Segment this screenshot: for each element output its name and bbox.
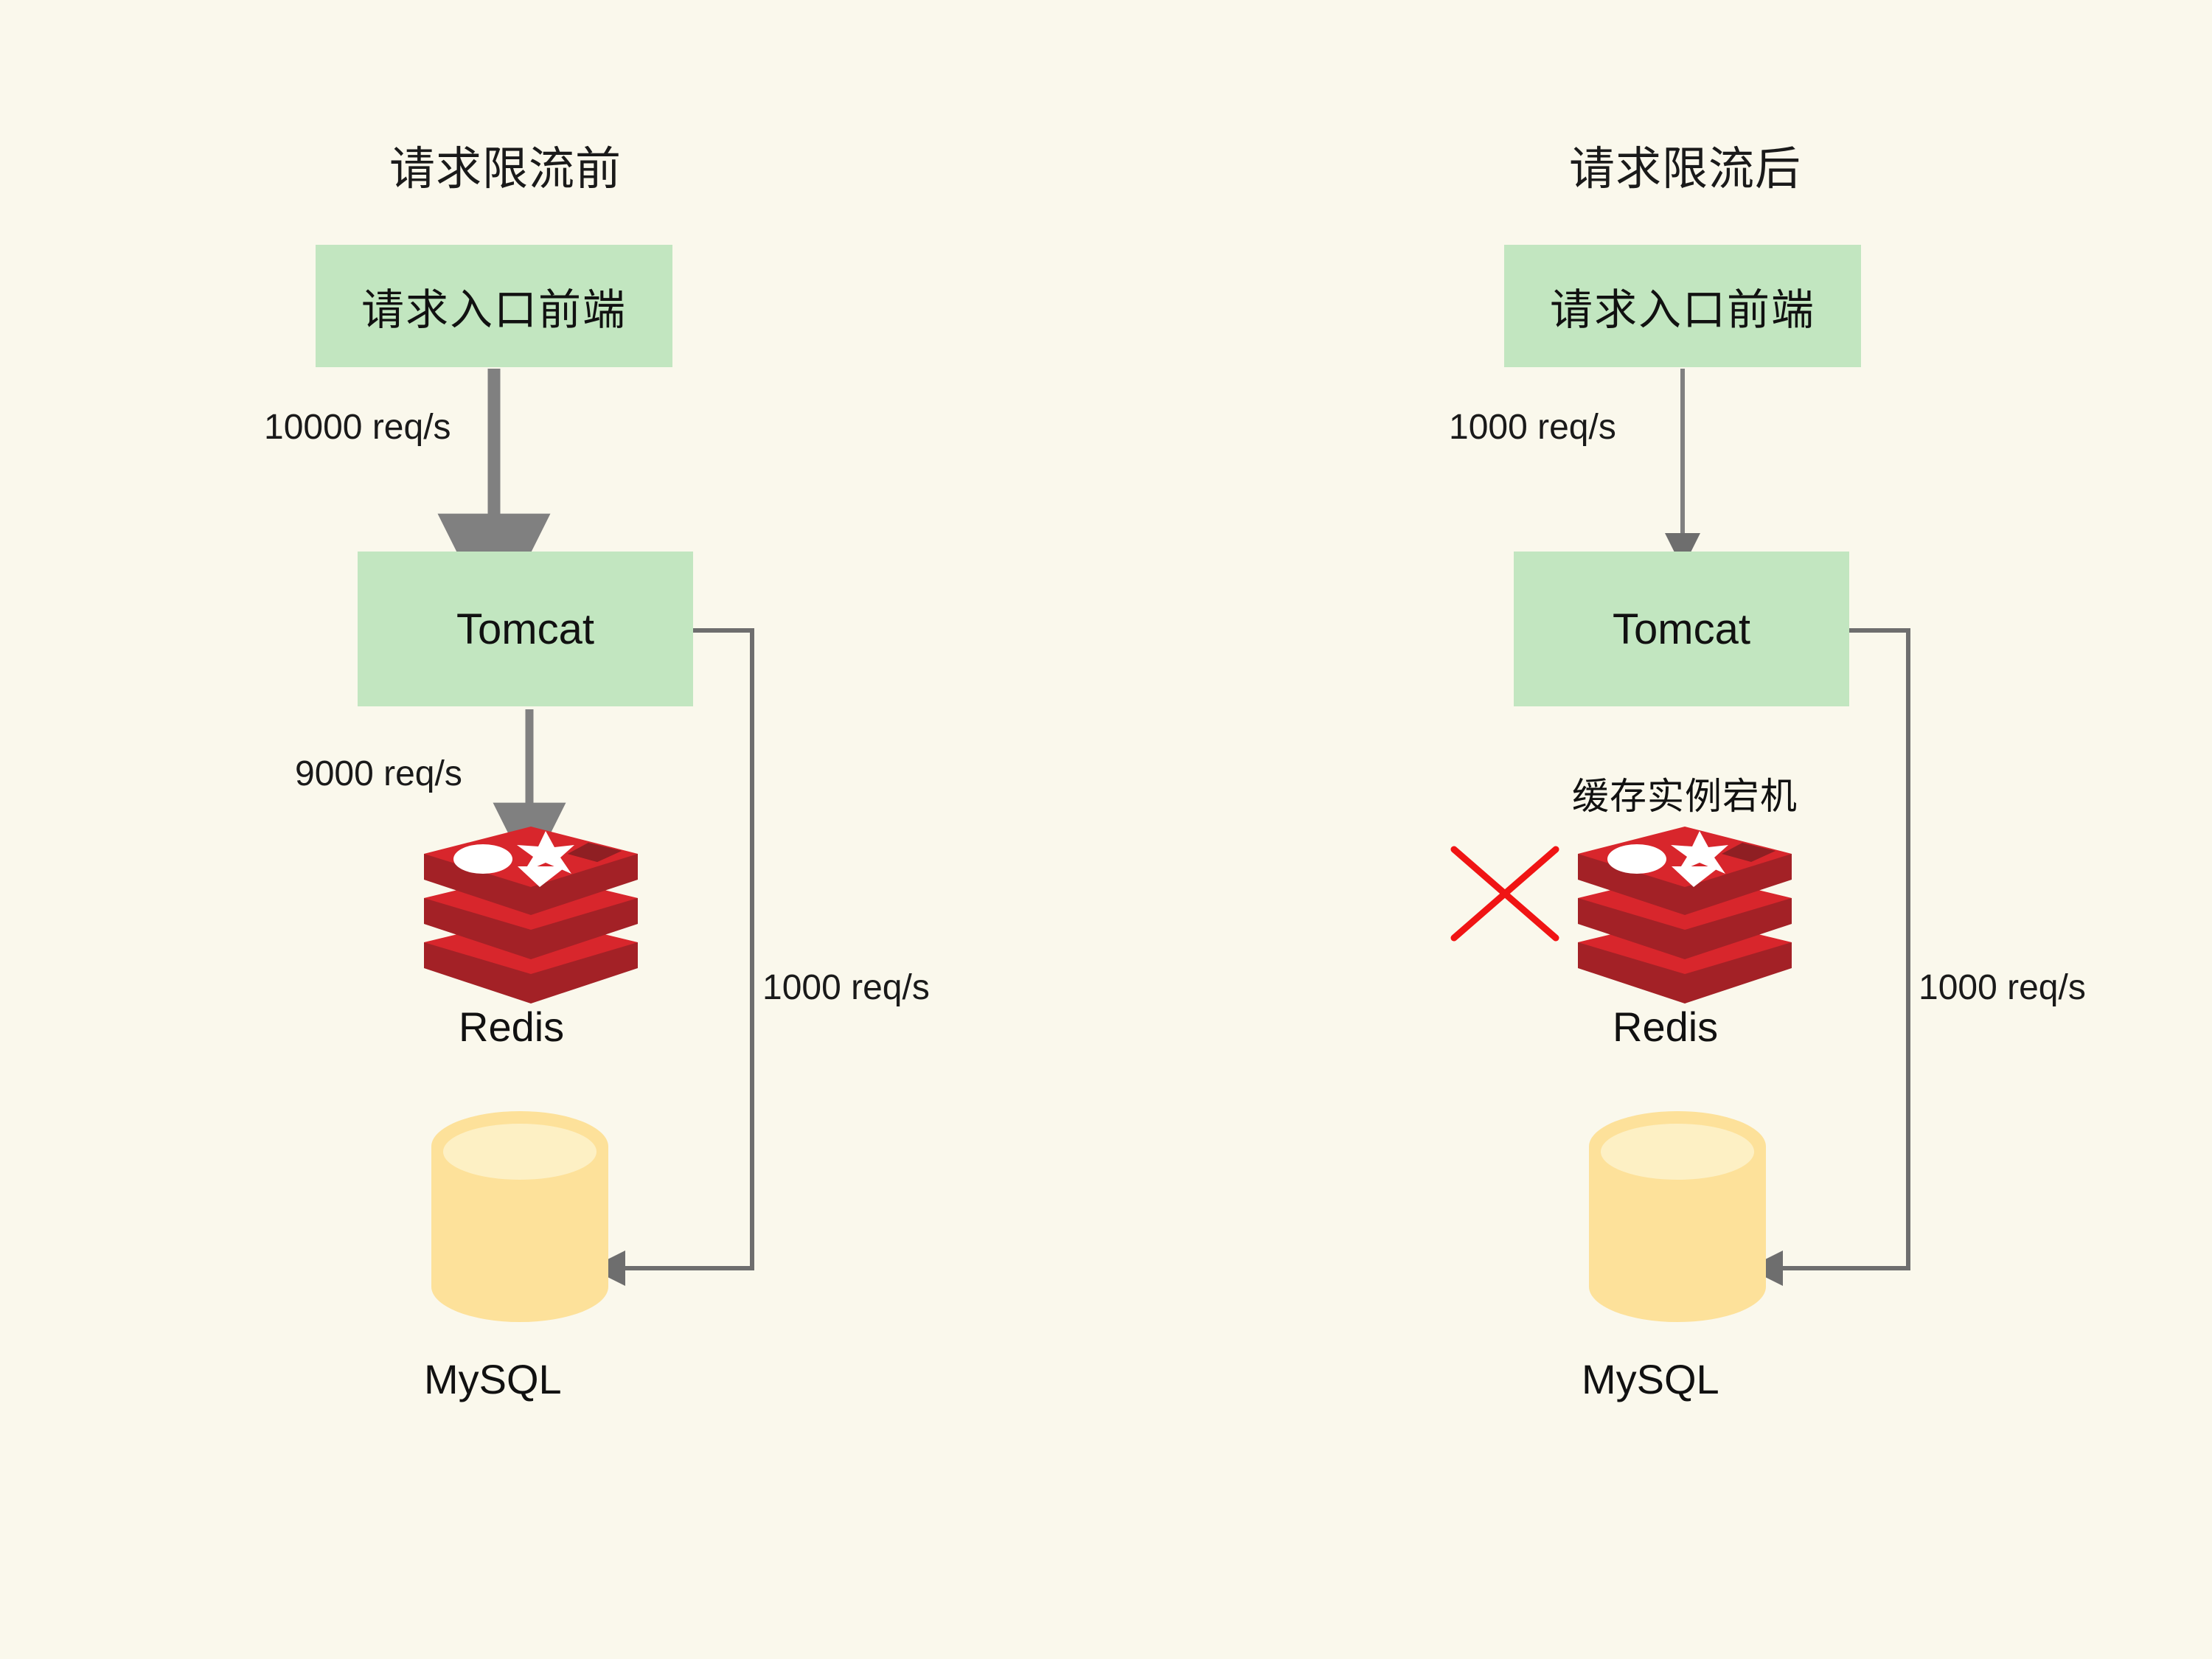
node-label-redis-left: Redis	[459, 1004, 565, 1050]
redis-logo-right	[1578, 827, 1792, 1004]
cache-down-x-icon	[1450, 846, 1559, 942]
edge-label-tomcat-mysql-right: 1000 req/s	[1919, 968, 2086, 1007]
node-tomcat-left[interactable]: Tomcat	[358, 552, 693, 706]
edge-label-frontend-tomcat-right: 1000 req/s	[1449, 408, 1616, 447]
edge-tomcat-to-mysql-left	[590, 628, 754, 1286]
edge-label-tomcat-redis-left: 9000 req/s	[295, 754, 462, 793]
edge-label-frontend-tomcat-left: 10000 req/s	[264, 408, 451, 447]
mysql-cylinder-right	[1589, 1111, 1766, 1322]
mysql-cylinder-left	[431, 1111, 608, 1322]
panel-title-before: 请求限流前	[389, 144, 622, 195]
node-tomcat-right[interactable]: Tomcat	[1514, 552, 1849, 706]
edge-tomcat-to-mysql-right	[1747, 628, 1910, 1286]
redis-logo-left	[424, 827, 638, 1004]
edge-label-tomcat-mysql-left: 1000 req/s	[762, 968, 930, 1007]
node-label-redis-right: Redis	[1613, 1004, 1719, 1050]
node-frontend-right[interactable]: 请求入口前端	[1504, 245, 1861, 367]
cache-down-label: 缓存实例宕机	[1572, 776, 1798, 817]
panel-title-after: 请求限流后	[1569, 144, 1802, 195]
node-label-mysql-right: MySQL	[1582, 1356, 1719, 1402]
node-label-mysql-left: MySQL	[424, 1356, 562, 1402]
node-frontend-left[interactable]: 请求入口前端	[316, 245, 672, 367]
